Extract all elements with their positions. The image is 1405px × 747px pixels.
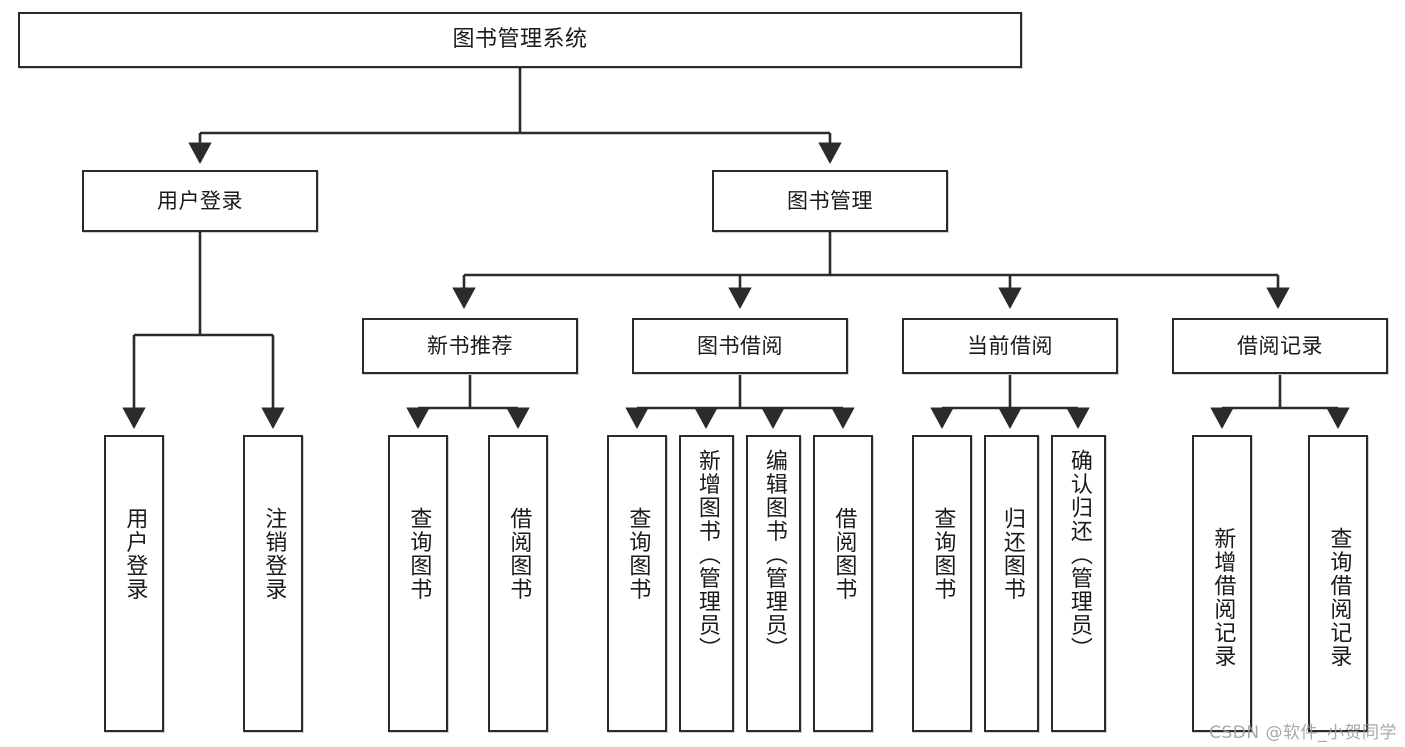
node-leaf-user-login[interactable]: 用户登录 xyxy=(104,435,164,732)
node-new-book-recommend[interactable]: 新书推荐 xyxy=(362,318,578,374)
node-leaf-query-book-borrow-label: 查询图书 xyxy=(625,507,651,601)
node-book-borrow-label: 图书借阅 xyxy=(697,333,783,358)
node-book-borrow[interactable]: 图书借阅 xyxy=(632,318,848,374)
node-leaf-return-book-label: 归还图书 xyxy=(999,507,1025,601)
node-leaf-query-borrow-record-label: 查询借阅记录 xyxy=(1326,527,1352,668)
node-new-book-recommend-label: 新书推荐 xyxy=(427,333,513,358)
node-book-manage[interactable]: 图书管理 xyxy=(712,170,948,232)
node-leaf-add-borrow-record-label: 新增借阅记录 xyxy=(1210,527,1236,668)
node-leaf-confirm-return-admin[interactable]: 确认归还（管理员） xyxy=(1051,435,1106,732)
node-leaf-borrow-book[interactable]: 借阅图书 xyxy=(813,435,873,732)
node-leaf-query-book-rec-label: 查询图书 xyxy=(406,507,432,601)
node-leaf-logout[interactable]: 注销登录 xyxy=(243,435,303,732)
node-leaf-confirm-return-admin-label: 确认归还（管理员） xyxy=(1066,449,1092,661)
node-leaf-query-book-rec[interactable]: 查询图书 xyxy=(388,435,448,732)
node-leaf-return-book[interactable]: 归还图书 xyxy=(984,435,1039,732)
node-leaf-add-book-admin-label: 新增图书（管理员） xyxy=(694,449,720,661)
node-user-login[interactable]: 用户登录 xyxy=(82,170,318,232)
node-leaf-borrow-book-label: 借阅图书 xyxy=(831,507,857,601)
node-current-borrow[interactable]: 当前借阅 xyxy=(902,318,1118,374)
node-leaf-add-book-admin[interactable]: 新增图书（管理员） xyxy=(679,435,734,732)
node-borrow-record[interactable]: 借阅记录 xyxy=(1172,318,1388,374)
node-leaf-add-borrow-record[interactable]: 新增借阅记录 xyxy=(1192,435,1252,732)
node-root-label: 图书管理系统 xyxy=(452,27,588,53)
node-leaf-edit-book-admin[interactable]: 编辑图书（管理员） xyxy=(746,435,801,732)
node-current-borrow-label: 当前借阅 xyxy=(967,333,1053,358)
node-book-manage-label: 图书管理 xyxy=(787,188,873,213)
node-leaf-user-login-label: 用户登录 xyxy=(122,507,148,601)
node-leaf-query-book-current-label: 查询图书 xyxy=(930,507,956,601)
node-root[interactable]: 图书管理系统 xyxy=(18,12,1022,68)
node-leaf-borrow-book-rec[interactable]: 借阅图书 xyxy=(488,435,548,732)
csdn-watermark: CSDN @软件_小贺同学 xyxy=(1209,723,1397,743)
node-leaf-query-borrow-record[interactable]: 查询借阅记录 xyxy=(1308,435,1368,732)
node-borrow-record-label: 借阅记录 xyxy=(1237,333,1323,358)
node-user-login-label: 用户登录 xyxy=(157,188,243,213)
node-leaf-borrow-book-rec-label: 借阅图书 xyxy=(506,507,532,601)
node-leaf-logout-label: 注销登录 xyxy=(261,507,287,601)
node-leaf-query-book-current[interactable]: 查询图书 xyxy=(912,435,972,732)
node-leaf-query-book-borrow[interactable]: 查询图书 xyxy=(607,435,667,732)
node-leaf-edit-book-admin-label: 编辑图书（管理员） xyxy=(761,449,787,661)
